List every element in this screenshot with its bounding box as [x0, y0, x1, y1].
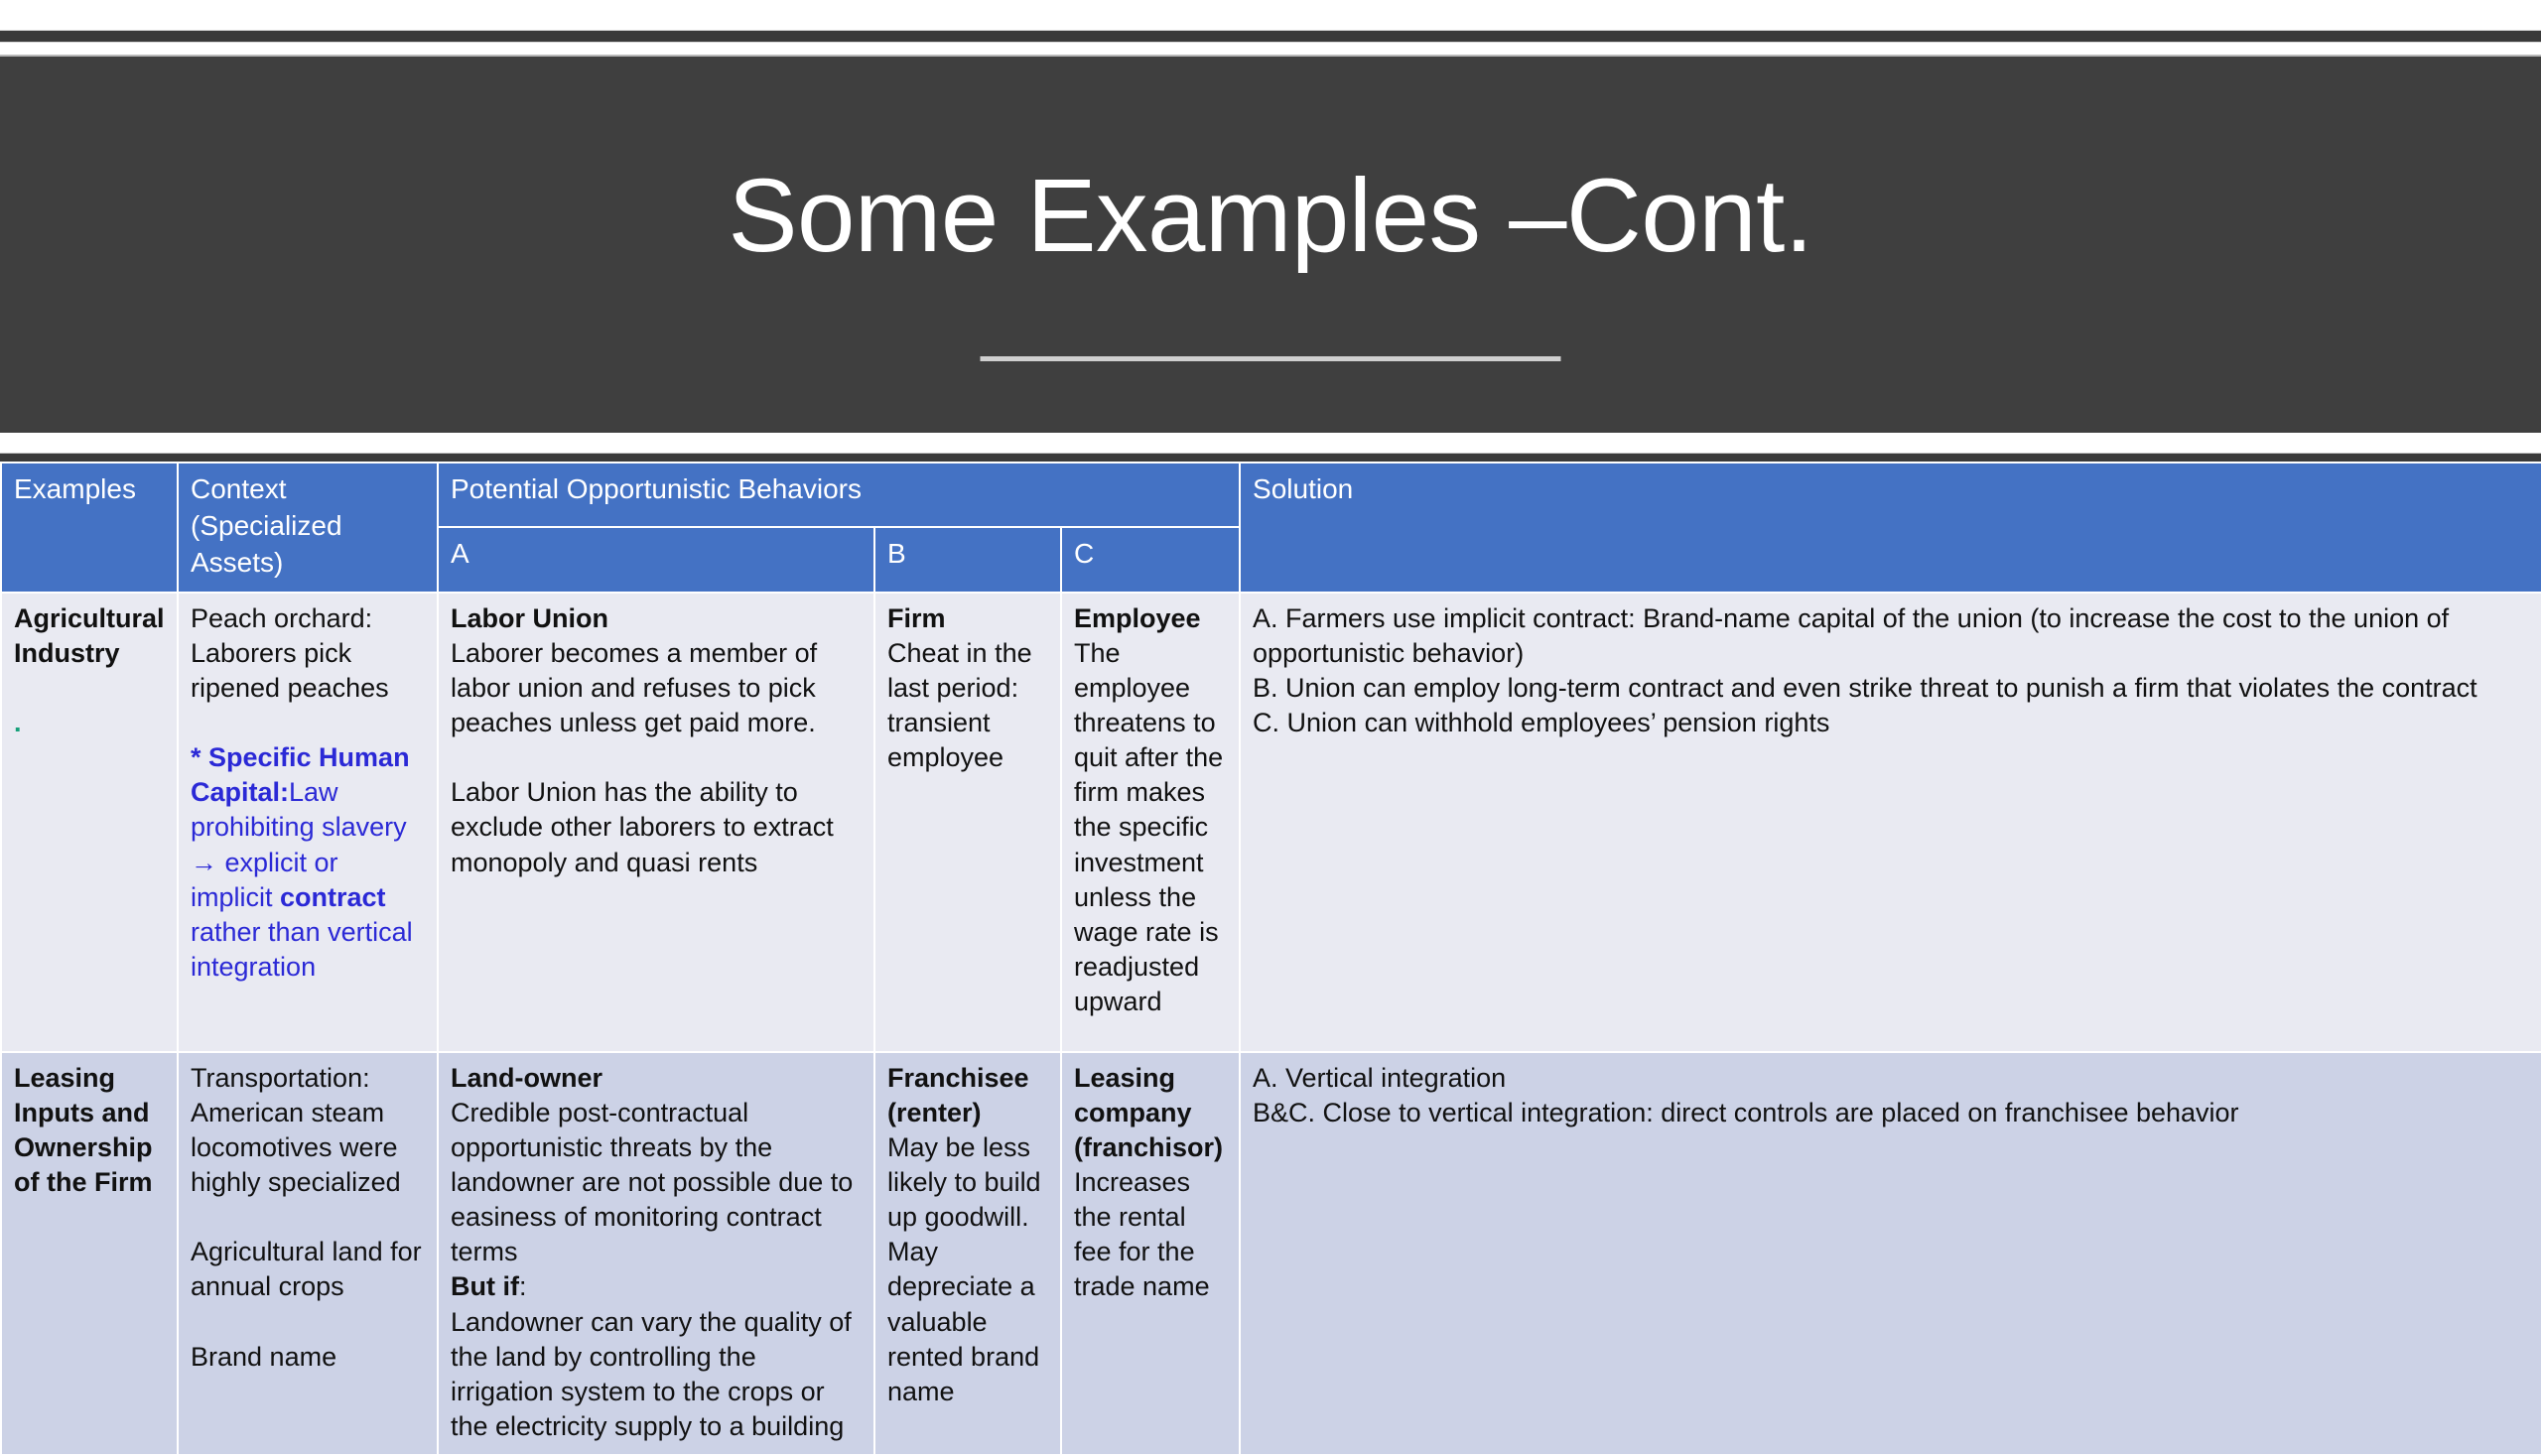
behavior-a-butif-colon-row2: : [518, 1271, 527, 1302]
cell-solution-row2: A. Vertical integration B&C. Close to ve… [1239, 1050, 2541, 1456]
table-header-row-1: Examples Context (Specialized Assets) Po… [0, 461, 2541, 594]
column-header-context-line1: Context [191, 473, 287, 504]
behavior-a-para1-row1: Laborer becomes a member of labor union … [451, 637, 818, 738]
behavior-c-para1-row1: The employee threatens to quit after the… [1074, 637, 1224, 1016]
cell-context-row1: Peach orchard: Laborers pick ripened pea… [177, 591, 439, 1053]
banner-gap-strip [0, 433, 2541, 453]
cell-behavior-c-row1: Employee The employee threatens to quit … [1059, 591, 1242, 1053]
context-blue-body1-row1: Law prohibiting slavery → explicit or im… [191, 777, 407, 912]
context-blue-heading-row1: * Specific Human Capital: [191, 742, 410, 808]
cell-context-row2: Transportation: American steam locomotiv… [177, 1050, 439, 1456]
behavior-b-title-row1: Firm [887, 602, 946, 633]
behavior-a-title-row2: Land-owner [451, 1062, 602, 1093]
page-title: Some Examples –Cont. [728, 158, 1813, 274]
table-header-row-2: A B C [1, 526, 2541, 594]
column-subheader-c: C [1059, 526, 1242, 594]
banner-divider-rule [0, 453, 2541, 462]
cell-behavior-c-row2: Leasing company (franchisor) Increases t… [1059, 1050, 1242, 1456]
cell-examples-row2: Leasing Inputs and Ownership of the Firm [0, 1050, 179, 1456]
context-plain3-row2: Brand name [191, 1341, 337, 1372]
behavior-a-butif-row2: But if [451, 1271, 519, 1302]
context-plain1-row2: Transportation: American steam locomotiv… [191, 1062, 401, 1198]
behavior-b-title-row2: Franchisee (renter) [887, 1062, 1029, 1127]
table-row: Agricultural Industry . Peach orchard: L… [0, 591, 2541, 1053]
behavior-c-title-row1: Employee [1074, 602, 1201, 633]
cell-behavior-b-row2: Franchisee (renter) May be less likely t… [873, 1050, 1062, 1456]
behavior-b-para1-row2: May be less likely to build up goodwill. [887, 1132, 1041, 1233]
solution-text-row1: A. Farmers use implicit contract: Brand-… [1253, 602, 2477, 738]
examples-matrix-table: Examples Context (Specialized Assets) Po… [0, 461, 2541, 1456]
cell-solution-row1: A. Farmers use implicit contract: Brand-… [1239, 591, 2541, 1053]
column-subheader-b: B [873, 526, 1062, 594]
cell-behavior-a-row1: Labor Union Laborer becomes a member of … [437, 591, 875, 1053]
context-blue-bold-row1: contract [280, 881, 386, 912]
title-underline [980, 356, 1561, 361]
context-plain2-row2: Agricultural land for annual crops [191, 1237, 422, 1302]
context-blue-body2-row1: rather than vertical integration [191, 916, 413, 982]
examples-marker-row1: . [14, 708, 22, 738]
column-header-solution: Solution [1239, 462, 2541, 594]
column-header-examples: Examples [0, 462, 179, 594]
top-divider-rule [0, 30, 2541, 43]
context-plain-row1: Peach orchard: Laborers pick ripened pea… [191, 602, 389, 704]
table-row: Leasing Inputs and Ownership of the Firm… [0, 1050, 2541, 1456]
behavior-b-para1-row1: Cheat in the last period: transient empl… [887, 637, 1032, 773]
behavior-c-para1-row2: Increases the rental fee for the trade n… [1074, 1167, 1210, 1302]
column-header-context-line2: (Specialized Assets) [191, 509, 342, 578]
behavior-c-title-row2: Leasing company (franchisor) [1074, 1062, 1224, 1163]
solution-text-row2: A. Vertical integration B&C. Close to ve… [1253, 1062, 2239, 1127]
examples-label-row1: Agricultural Industry [14, 602, 165, 668]
behavior-a-para2-row2: Landowner can vary the quality of the la… [451, 1306, 852, 1441]
behavior-b-para2-row2: May depreciate a valuable rented brand n… [887, 1237, 1040, 1406]
top-white-strip [0, 0, 2541, 30]
behavior-a-para1-row2: Credible post-contractual opportunistic … [451, 1097, 854, 1267]
cell-behavior-a-row2: Land-owner Credible post-contractual opp… [437, 1050, 875, 1456]
column-header-context: Context (Specialized Assets) [177, 462, 439, 594]
behavior-a-para2-row1: Labor Union has the ability to exclude o… [451, 777, 834, 877]
column-header-behaviors-group: Potential Opportunistic Behaviors [436, 461, 1242, 529]
top-gap-strip [0, 43, 2541, 55]
column-subheader-a: A [437, 526, 875, 594]
cell-examples-row1: Agricultural Industry . [0, 591, 179, 1053]
examples-label-row2: Leasing Inputs and Ownership of the Firm [14, 1062, 153, 1198]
behavior-a-title-row1: Labor Union [451, 602, 608, 633]
slide-title-banner: Some Examples –Cont. [0, 55, 2541, 433]
cell-behavior-b-row1: Firm Cheat in the last period: transient… [873, 591, 1062, 1053]
